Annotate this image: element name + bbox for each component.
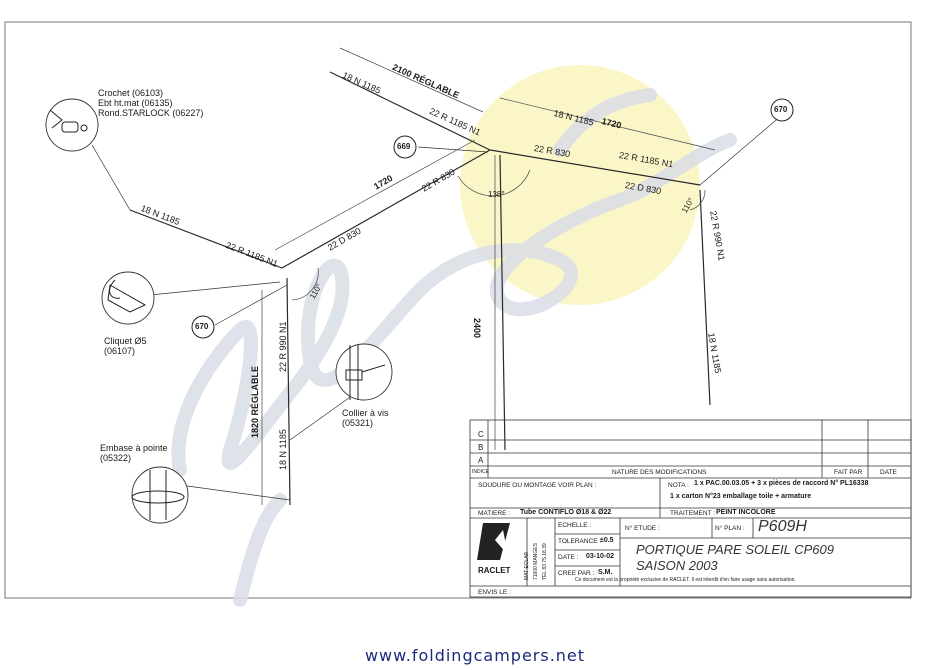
callout-embase: Embase à pointe (05322) [100, 443, 168, 463]
date-label: DATE : [558, 554, 579, 561]
traitement-label: TRAITEMENT : [670, 510, 716, 517]
dim-22r990n1-left: 22 R 990 N1 [278, 321, 288, 372]
dim-2400: 2400 [472, 318, 482, 339]
note-nota-1: 1 x PAC.00.03.05 + 3 x pièces de raccord… [694, 480, 869, 487]
matiere-value: Tube CONTIFLO Ø18 & Ø22 [520, 509, 612, 516]
matiere-label: MATIERE : [478, 510, 511, 517]
callout-crochet-line: Crochet (06103) [98, 88, 164, 98]
sheet-border [4, 21, 912, 599]
callout-cliquet-line: (06107) [104, 346, 136, 356]
callout-collier-line: Collier à vis [342, 408, 389, 418]
nplan-label: N° PLAN : [715, 525, 745, 532]
cree-value: S.M. [598, 569, 613, 576]
callout-cliquet: Cliquet Ø5 (06107) [104, 336, 147, 356]
rev-row-c: C [478, 430, 484, 439]
callout-crochet: Crochet (06103) Ebt ht.mat (06135) Rond.… [98, 88, 203, 118]
date-value: 03-10-02 [586, 553, 615, 560]
ref-bubbles [191, 98, 794, 339]
footer-url[interactable]: www.foldingcampers.net [364, 646, 586, 665]
dimension-lines [261, 47, 716, 505]
address-3: TEL 83.75.18.39 [542, 543, 548, 580]
callout-circles [45, 98, 393, 524]
netude-label: N° ETUDE : [625, 525, 660, 532]
angle-138: 138° [488, 190, 505, 199]
drawing-title-2: SAISON 2003 [636, 558, 718, 573]
cree-label: CREE PAR : [558, 570, 595, 577]
ref-670-left: 670 [195, 322, 209, 331]
callout-crochet-line: Ebt ht.mat (06135) [98, 98, 173, 108]
dim-left-height: 1820 RÉGLABLE [250, 365, 260, 438]
rev-col-index: INDICE [472, 469, 489, 475]
envis-label: ENVIS LE : [478, 589, 511, 596]
rev-col-fait: FAIT PAR [834, 469, 863, 476]
rev-row-a: A [478, 456, 484, 465]
callout-embase-line: (05322) [100, 453, 132, 463]
callout-crochet-line: Rond.STARLOCK (06227) [98, 108, 204, 118]
callout-glyphs [49, 109, 386, 520]
address-1: MAT ECLAR [524, 551, 530, 580]
callout-collier: Collier à vis (05321) [342, 408, 389, 428]
note-soudure: SOUDURE OU MONTAGE VOIR PLAN : [478, 482, 597, 489]
callout-collier-line: (05321) [342, 418, 374, 428]
tolerance-label: TOLERANCE : [558, 538, 602, 545]
callout-cliquet-line: Cliquet Ø5 [104, 336, 147, 346]
address-2: 71600 MANGES [533, 543, 539, 580]
dim-18n1185-left: 18 N 1185 [278, 429, 288, 470]
note-nota-label: NOTA : [668, 482, 689, 489]
traitement-value: PEINT INCOLORE [716, 509, 776, 516]
note-nota-2: 1 x carton N°23 emballage toile + armatu… [670, 493, 812, 500]
leader-lines [91, 114, 783, 501]
raclet-logo [477, 523, 510, 560]
rev-row-b: B [478, 443, 484, 452]
tolerance-value: ±0.5 [600, 537, 614, 544]
title-block-grid [469, 419, 912, 598]
drawing-title-1: PORTIQUE PARE SOLEIL CP609 [636, 542, 834, 557]
ref-669: 669 [397, 142, 411, 151]
plan-number: P609H [758, 518, 807, 535]
brand-name: RACLET [478, 566, 511, 575]
rev-col-date: DATE [880, 469, 897, 476]
copyright: Ce document est la propriété exclusive d… [575, 577, 796, 583]
echelle-label: ECHELLE : [558, 522, 592, 529]
callout-embase-line: Embase à pointe [100, 443, 168, 453]
watermark-script [171, 88, 737, 607]
ref-670-right: 670 [774, 105, 788, 114]
frame-tubes [129, 71, 711, 506]
rev-col-nature: NATURE DES MODIFICATIONS [612, 469, 707, 476]
